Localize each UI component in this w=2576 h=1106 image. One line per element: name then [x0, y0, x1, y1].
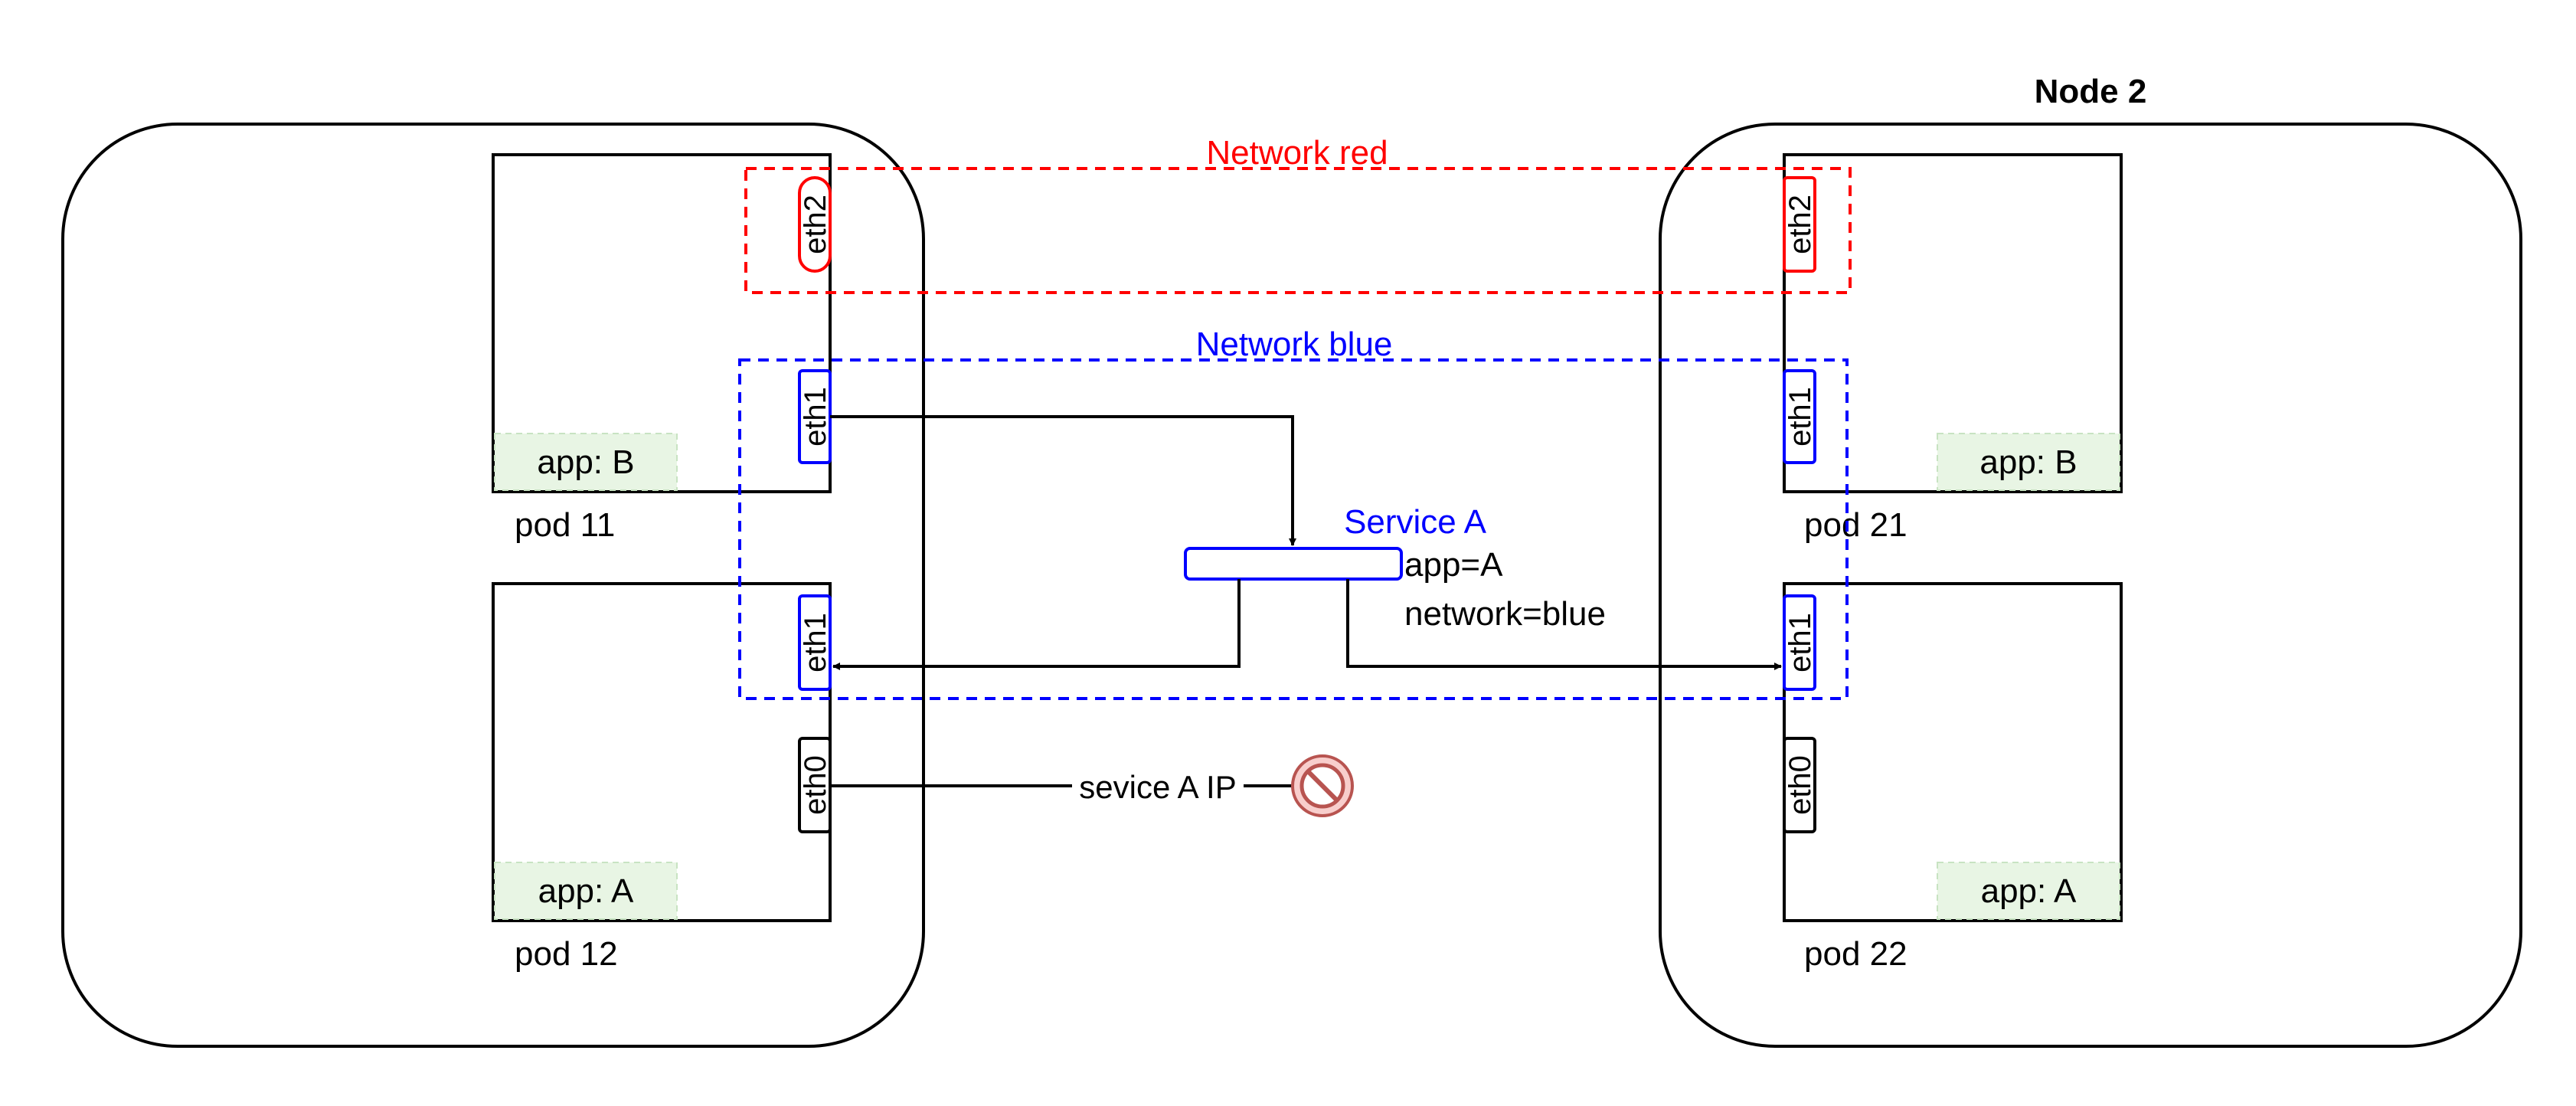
pod-12-eth1-label: eth1: [799, 613, 832, 672]
pod-21-label-bg: [1937, 433, 2120, 491]
node-1-container: [61, 123, 925, 1048]
pod-22-eth0: [1783, 737, 1816, 833]
pod-22-name: pod 22: [1804, 935, 1907, 973]
pod-21-eth1: [1783, 369, 1816, 464]
service-a-name: Service A: [1344, 503, 1487, 541]
prohibited-icon: [1291, 754, 1354, 817]
pod-22-eth0-label: eth0: [1783, 755, 1817, 815]
pod-12-label-bg: [494, 862, 678, 920]
pod-12-name: pod 12: [515, 935, 618, 973]
blocked-connector-label: sevice A IP: [1079, 769, 1236, 805]
pod-11-box: [492, 153, 832, 493]
pod-11-eth1-label: eth1: [799, 387, 832, 447]
service-a-box: [1184, 547, 1403, 581]
service-a-selector-app: app=A: [1404, 546, 1503, 584]
pod-22-eth1: [1783, 594, 1816, 691]
pod-21-name: pod 21: [1804, 506, 1907, 544]
pod-22-app-label: app: A: [1981, 872, 2077, 910]
pod-11-name: pod 11: [515, 506, 615, 544]
service-a-selector-network: network=blue: [1404, 595, 1606, 633]
pod-12-eth1: [798, 594, 832, 691]
network-red-label: Network red: [1206, 134, 1388, 172]
node-2-title: Node 2: [2035, 73, 2147, 110]
connector-pod11-to-service: [830, 415, 1296, 546]
pod-22-eth1-label: eth1: [1783, 613, 1817, 672]
network-red-box: [744, 167, 1852, 294]
pod-12-app-label: app: A: [538, 872, 634, 910]
pod-11-app-label: app: B: [537, 443, 634, 481]
pod-11-label-bg: [494, 433, 678, 491]
pod-21-eth2: [1783, 176, 1816, 273]
pod-11-eth2-label: eth2: [799, 195, 832, 254]
pod-11-eth2: [798, 176, 832, 273]
pod-12-eth0-label: eth0: [799, 755, 832, 815]
pod-21-box: [1783, 153, 2123, 493]
pod-22-label-bg: [1937, 862, 2120, 920]
connector-service-to-pod12: [832, 579, 1241, 670]
pod-21-eth1-label: eth1: [1783, 387, 1817, 447]
node-2-container: [1659, 123, 2522, 1048]
network-blue-box: [738, 358, 1849, 700]
pod-21-app-label: app: B: [1979, 443, 2077, 481]
network-blue-label: Network blue: [1196, 326, 1393, 363]
connector-service-to-pod22: [1346, 579, 1782, 670]
pod-21-eth2-label: eth2: [1783, 195, 1817, 254]
